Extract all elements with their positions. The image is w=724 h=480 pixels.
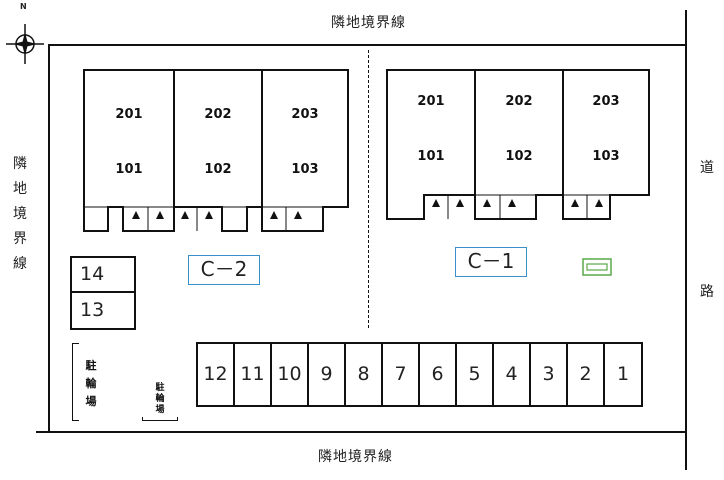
parking-space: 3 — [529, 342, 568, 407]
parking-space: 12 — [196, 342, 235, 407]
entrance-arrow-icon — [205, 211, 213, 219]
c1-unit-203: 203 — [592, 94, 620, 109]
entrance-arrow-icon — [432, 199, 440, 207]
bike-parking-char: 場 — [155, 405, 165, 415]
parking-space: 8 — [344, 342, 383, 407]
c2-unit-201: 201 — [115, 107, 143, 122]
road-edge-line — [685, 10, 687, 470]
left-boundary-char: 線 — [13, 256, 27, 272]
entrance-arrow-icon — [571, 199, 579, 207]
entrance-arrow-icon — [294, 211, 302, 219]
road-char: 路 — [700, 284, 714, 300]
divider-dashed-line — [368, 50, 369, 328]
parking-space: 10 — [270, 342, 309, 407]
equipment-unit-icon — [582, 258, 612, 276]
bike-parking-char: 場 — [85, 395, 97, 408]
compass: N — [6, 2, 44, 68]
parking-space: 7 — [381, 342, 420, 407]
bike-parking-char: 輪 — [85, 377, 97, 390]
parking-space: 9 — [307, 342, 346, 407]
left-boundary-char: 地 — [13, 181, 27, 197]
c1-unit-103: 103 — [592, 149, 620, 164]
c1-unit-101: 101 — [417, 149, 445, 164]
bike-parking-char: 駐 — [85, 359, 97, 372]
left-boundary-char: 境 — [13, 206, 27, 222]
bike-parking-small: 駐 輪 場 — [142, 381, 178, 421]
parking-space: 6 — [418, 342, 457, 407]
building-c1-label: C－1 — [455, 247, 527, 277]
left-boundary-char: 界 — [13, 231, 27, 247]
parking-space: 4 — [492, 342, 531, 407]
lot-top-line — [48, 44, 686, 46]
entrance-arrow-icon — [508, 199, 516, 207]
building-c2-label: C－2 — [188, 255, 260, 285]
c1-unit-202: 202 — [505, 94, 533, 109]
entrance-arrow-icon — [156, 211, 164, 219]
parking-space: 5 — [455, 342, 494, 407]
parking-space: 1 — [603, 342, 643, 407]
road-char: 道 — [700, 160, 714, 176]
north-label: N — [20, 2, 27, 11]
top-boundary-label: 隣地境界線 — [331, 15, 406, 31]
lot-bottom-line — [36, 431, 686, 433]
space-14: 14 — [70, 256, 136, 293]
entrance-arrow-icon — [595, 199, 603, 207]
c2-unit-101: 101 — [115, 162, 143, 177]
c1-unit-201: 201 — [417, 94, 445, 109]
c2-unit-102: 102 — [204, 162, 232, 177]
lot-left-line — [48, 44, 50, 432]
compass-rose-icon — [6, 24, 44, 64]
left-boundary-char: 隣 — [13, 156, 27, 172]
space-13: 13 — [70, 291, 136, 330]
bike-parking-char: 駐 — [155, 383, 165, 393]
entrance-arrow-icon — [456, 199, 464, 207]
c2-unit-203: 203 — [291, 107, 319, 122]
entrance-arrow-icon — [270, 211, 278, 219]
c2-unit-202: 202 — [204, 107, 232, 122]
c2-unit-103: 103 — [291, 162, 319, 177]
c1-unit-102: 102 — [505, 149, 533, 164]
parking-space: 2 — [566, 342, 605, 407]
entrance-arrow-icon — [181, 211, 189, 219]
entrance-arrow-icon — [132, 211, 140, 219]
parking-row: 12 11 10 9 8 7 6 5 4 3 2 1 — [196, 342, 645, 407]
parking-space: 11 — [233, 342, 272, 407]
entrance-arrow-icon — [483, 199, 491, 207]
bike-parking-large: 駐 輪 場 — [72, 343, 122, 421]
bike-parking-char: 輪 — [155, 394, 165, 404]
bottom-boundary-label: 隣地境界線 — [318, 449, 393, 465]
